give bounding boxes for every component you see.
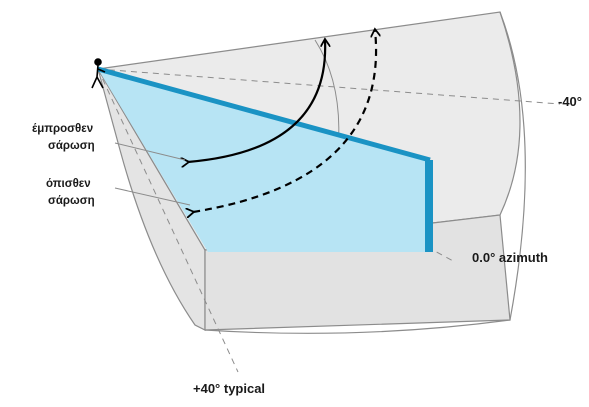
forward-label-leader (114, 142, 186, 161)
volume-right-edge (499, 11, 526, 321)
backward-scan-label-line2: σάρωση (48, 195, 95, 207)
minus-40-label: -40° (558, 94, 582, 109)
person-icon (91, 58, 106, 89)
backward-label-leader (114, 187, 191, 206)
plus-40-label: +40° typical (193, 381, 265, 396)
forward-scan-label-line2: σάρωση (48, 140, 95, 152)
forward-scan-label-line1: έμπροσθεν (32, 123, 93, 135)
scan-beam-edge-vertical (425, 160, 433, 252)
volume-left-face (97, 68, 206, 331)
guide-line-plus40 (97, 68, 239, 373)
volume-bottom-edge (204, 319, 511, 334)
backward-scan-arrow (193, 30, 376, 212)
azimuth-label: 0.0° azimuth (472, 250, 548, 265)
backward-scan-label-line1: όπισθεν (46, 178, 91, 190)
